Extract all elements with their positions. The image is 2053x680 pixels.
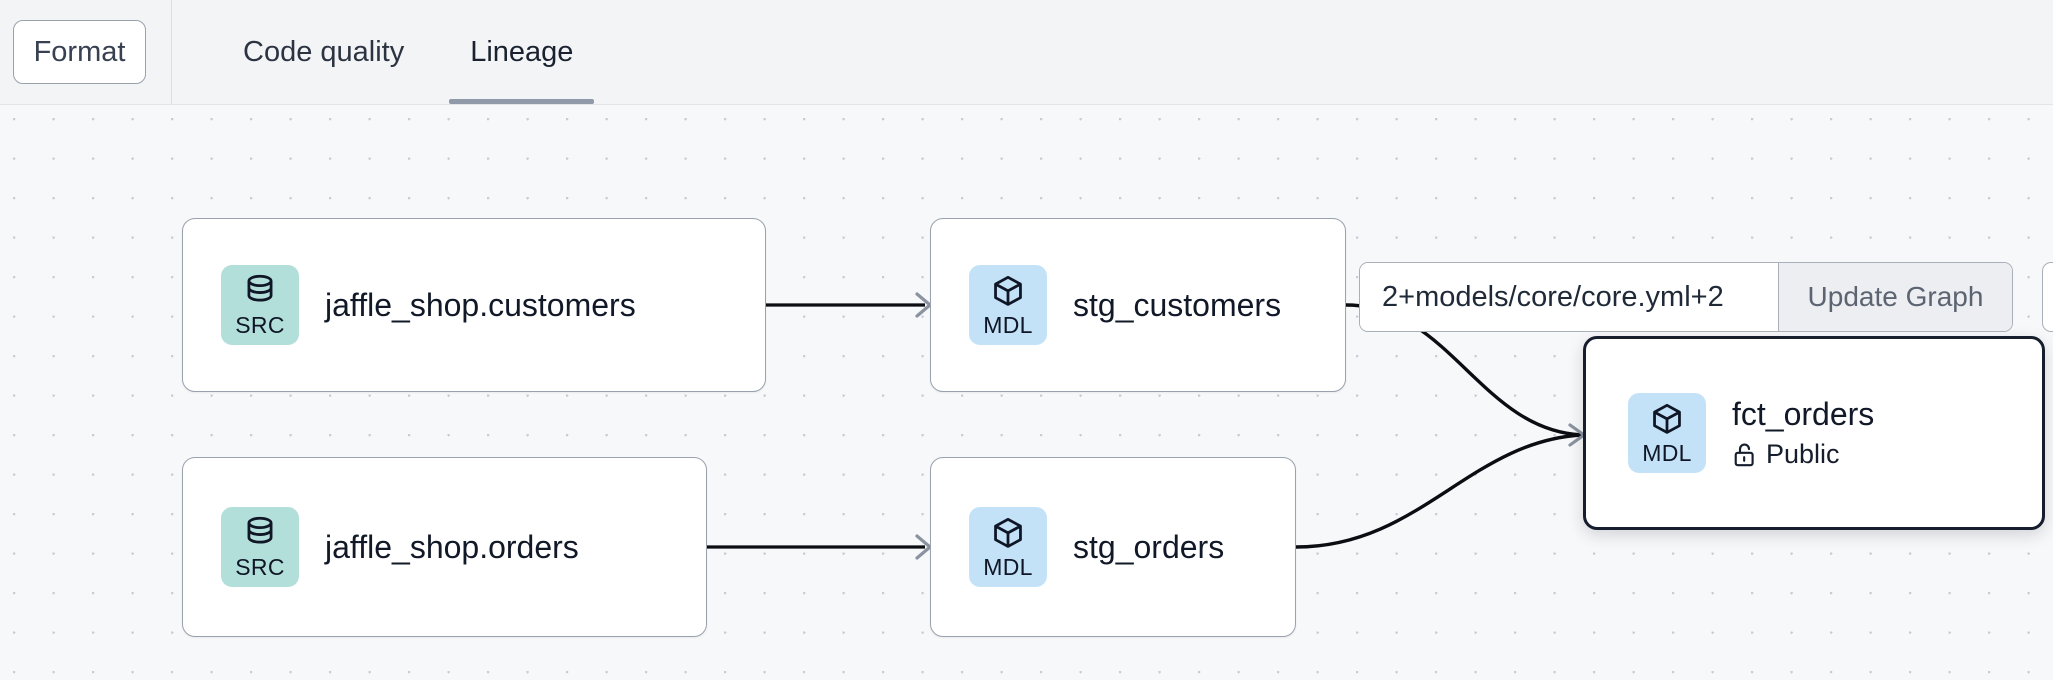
node-body: fct_orders Public	[1732, 396, 1874, 470]
tab-lineage[interactable]: Lineage	[437, 0, 606, 104]
edge-src-orders-to-stg-orders	[707, 534, 932, 560]
edge-src-customers-to-stg-customers	[766, 292, 932, 318]
node-title: fct_orders	[1732, 396, 1875, 433]
cube-icon	[1653, 403, 1681, 434]
source-badge: SRC	[221, 265, 299, 345]
lineage-node-jaffle-shop-customers[interactable]: SRC jaffle_shop.customers	[182, 218, 766, 392]
model-badge-label: MDL	[983, 311, 1033, 338]
source-badge-label: SRC	[235, 311, 285, 338]
tab-bar: Code quality Lineage	[172, 0, 606, 104]
lineage-canvas[interactable]: SRC jaffle_shop.customers MDL stg_custom…	[0, 105, 2053, 680]
node-visibility-label: Public	[1766, 438, 1840, 469]
lineage-node-jaffle-shop-orders[interactable]: SRC jaffle_shop.orders	[182, 457, 707, 637]
tab-code-quality-label: Code quality	[243, 35, 405, 68]
unlock-icon	[1734, 443, 1754, 467]
graph-side-control[interactable]	[2042, 262, 2053, 332]
format-button[interactable]: Format	[13, 20, 146, 84]
source-badge: SRC	[221, 507, 299, 587]
model-badge-label: MDL	[983, 553, 1033, 580]
cube-icon	[994, 517, 1022, 548]
database-icon	[247, 274, 273, 302]
lineage-node-stg-orders[interactable]: MDL stg_orders	[930, 457, 1296, 637]
update-graph-button[interactable]: Update Graph	[1778, 263, 2012, 331]
source-badge-label: SRC	[235, 553, 285, 580]
node-title: jaffle_shop.customers	[325, 286, 636, 323]
model-badge: MDL	[969, 265, 1047, 345]
format-button-zone: Format	[0, 0, 172, 104]
cube-icon	[994, 275, 1022, 306]
node-body: jaffle_shop.customers	[325, 287, 636, 324]
model-badge: MDL	[969, 507, 1047, 587]
node-body: jaffle_shop.orders	[325, 529, 579, 566]
top-toolbar: Format Code quality Lineage	[0, 0, 2053, 105]
node-visibility-badge: Public	[1732, 439, 1874, 470]
edge-stg-orders-to-fct-orders	[1295, 423, 1586, 549]
lineage-node-fct-orders[interactable]: MDL fct_orders Public	[1583, 336, 2045, 530]
database-icon	[247, 516, 273, 544]
tab-lineage-label: Lineage	[470, 35, 574, 68]
node-body: stg_orders	[1073, 529, 1224, 566]
node-body: stg_customers	[1073, 287, 1281, 324]
tab-code-quality[interactable]: Code quality	[210, 0, 437, 104]
node-title: stg_orders	[1073, 528, 1225, 565]
graph-selector-control: Update Graph	[1359, 262, 2013, 332]
model-badge: MDL	[1628, 393, 1706, 473]
node-title: jaffle_shop.orders	[325, 528, 579, 565]
tab-underline-indicator	[449, 99, 595, 104]
graph-selector-input[interactable]	[1360, 263, 1778, 331]
model-badge-label: MDL	[1642, 439, 1692, 466]
node-title: stg_customers	[1073, 286, 1282, 323]
lineage-node-stg-customers[interactable]: MDL stg_customers	[930, 218, 1346, 392]
